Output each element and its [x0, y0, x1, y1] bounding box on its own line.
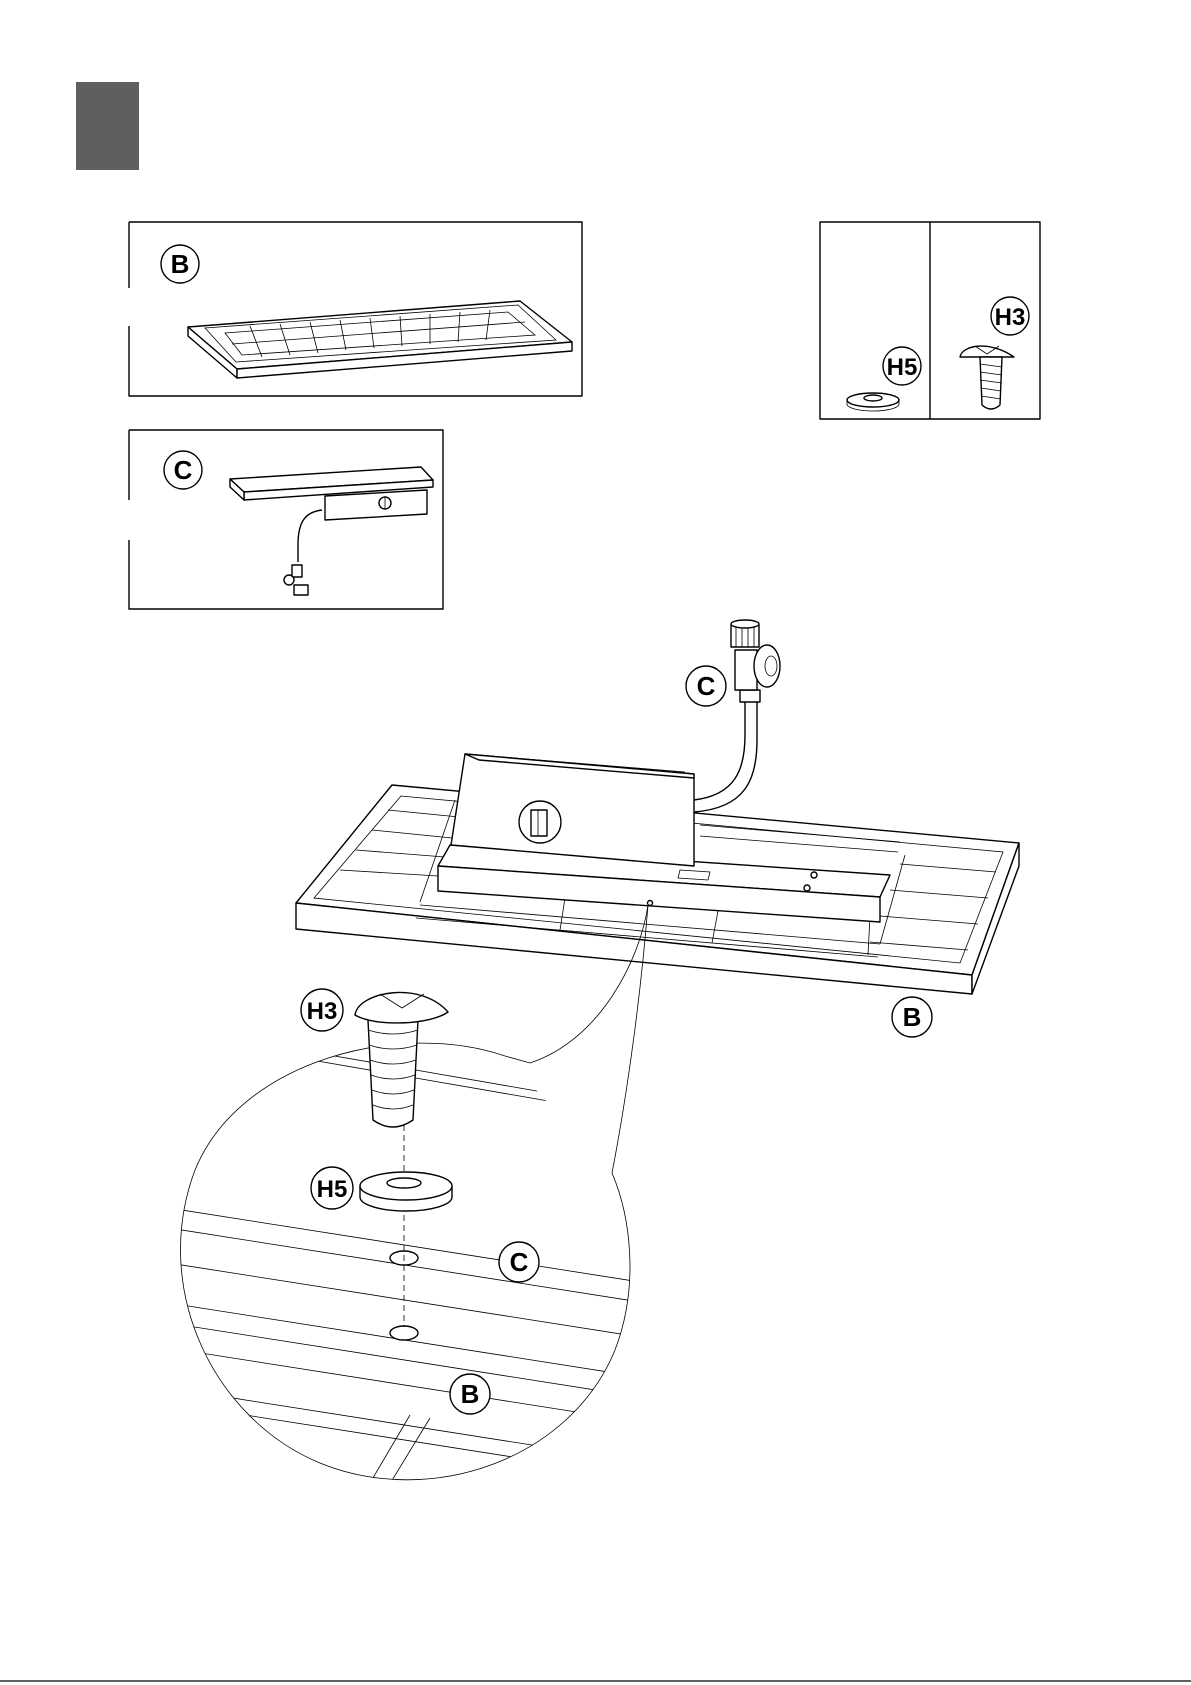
detail-magnifier: H3 H5 C B — [150, 905, 648, 1500]
callout-main-c: C — [686, 666, 726, 706]
washer-h5-icon — [847, 393, 899, 411]
screw-h3-icon — [960, 346, 1014, 409]
callout-detail-b: B — [450, 1374, 490, 1414]
detail-washer-h5-icon — [360, 1172, 452, 1211]
main-assembly: C B — [296, 620, 1019, 1037]
part-b-frame-illustration — [188, 301, 572, 378]
part-b-label: B — [161, 245, 199, 283]
gas-regulator-icon — [731, 620, 780, 690]
callout-detail-h5: H5 — [311, 1167, 353, 1209]
callout-detail-b-text: B — [461, 1379, 480, 1409]
part-c-label-text: C — [174, 455, 193, 485]
callout-main-b-text: B — [903, 1002, 922, 1032]
part-h3-label-text: H3 — [995, 304, 1026, 331]
detail-screw-h3-icon — [355, 993, 448, 1127]
part-c-label: C — [164, 451, 202, 489]
part-c-box: C — [129, 430, 443, 609]
part-h3-label: H3 — [991, 297, 1029, 335]
callout-detail-h5-text: H5 — [317, 1176, 348, 1203]
callout-detail-h3: H3 — [301, 989, 343, 1031]
part-b-box: B — [129, 222, 582, 396]
part-h5-label-text: H5 — [887, 354, 918, 381]
part-h5-label: H5 — [883, 347, 921, 385]
part-c-burner-illustration — [230, 467, 433, 595]
hardware-box: H5 H3 — [820, 222, 1040, 419]
part-b-label-text: B — [171, 249, 190, 279]
callout-detail-c-text: C — [510, 1247, 529, 1277]
callout-main-c-text: C — [697, 671, 716, 701]
callout-main-b: B — [892, 997, 932, 1037]
callout-detail-c: C — [499, 1242, 539, 1282]
callout-detail-h3-text: H3 — [307, 998, 338, 1025]
